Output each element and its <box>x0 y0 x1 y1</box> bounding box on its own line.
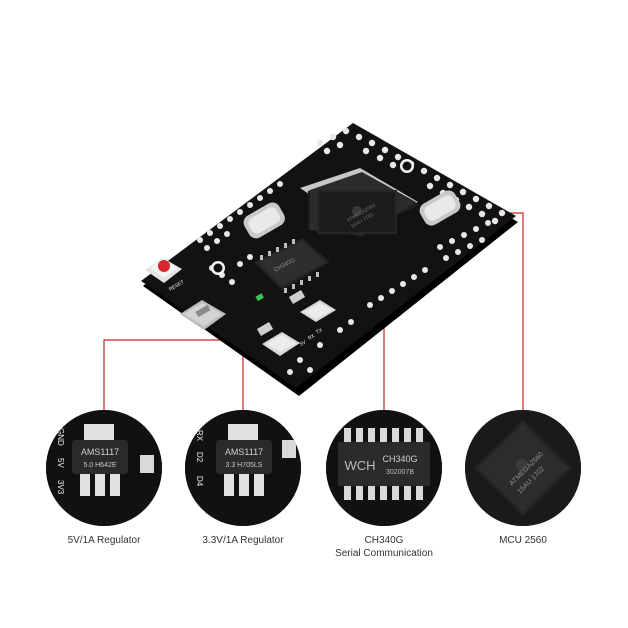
caption-5v-regulator: 5V/1A Regulator <box>39 534 169 547</box>
caption-mcu: MCU 2560 <box>458 534 588 547</box>
caption-mcu-line-1: MCU 2560 <box>499 535 547 546</box>
callout-circle-3v3-regulator <box>185 410 301 526</box>
callout-circle-mcu <box>465 410 581 526</box>
caption-ch340g: CH340G Serial Communication <box>319 534 449 560</box>
callout-circle-5v-regulator <box>46 410 162 526</box>
caption-3v3-regulator: 3.3V/1A Regulator <box>178 534 308 547</box>
reset-button <box>145 258 182 283</box>
ch340g-chip <box>254 238 330 293</box>
header-holes <box>197 127 506 375</box>
mcu-chip <box>300 168 420 236</box>
callout-3-marking-line-2: 302007B <box>386 469 414 476</box>
caption-3v3-regulator-line-1: 3.3V/1A Regulator <box>202 535 284 546</box>
callout-line-5v-regulator <box>103 339 272 410</box>
callout-1-pin-label-2: 5V <box>56 458 65 468</box>
callout-1-marking-line-1: AMS1117 <box>81 447 119 457</box>
board-side-label-2: RX <box>307 333 317 342</box>
board-side-label-1: 5V <box>299 339 308 348</box>
caption-ch340g-line-2: Serial Communication <box>335 548 433 559</box>
callout-circle-ch340g <box>326 410 442 526</box>
callout-1-marking-line-2: 5.0 H642E <box>83 462 116 469</box>
callout-2-pin-label-1: RX <box>195 430 204 442</box>
board-side-label-3: TX <box>315 327 324 336</box>
callout-2-pin-label-2: D2 <box>195 452 204 463</box>
callout-1-pin-label-3: 3V3 <box>56 480 65 495</box>
regulators <box>256 290 336 356</box>
pcb-board <box>141 123 518 396</box>
callout-2-pin-label-3: D4 <box>195 476 204 487</box>
callout-1-pin-label-1: GND <box>56 428 65 446</box>
callout-3-marking-line-1: CH340G <box>382 454 417 464</box>
crystal-oscillators <box>243 190 461 239</box>
usb-connector <box>180 300 226 330</box>
caption-ch340g-line-1: CH340G <box>364 535 404 546</box>
callout-2-marking-line-1: AMS1117 <box>225 447 263 457</box>
callout-3-marking-logo: WCH <box>344 458 375 473</box>
callout-2-marking-line-2: 3.3 H705LS <box>226 462 263 469</box>
caption-5v-regulator-line-1: 5V/1A Regulator <box>67 535 141 546</box>
